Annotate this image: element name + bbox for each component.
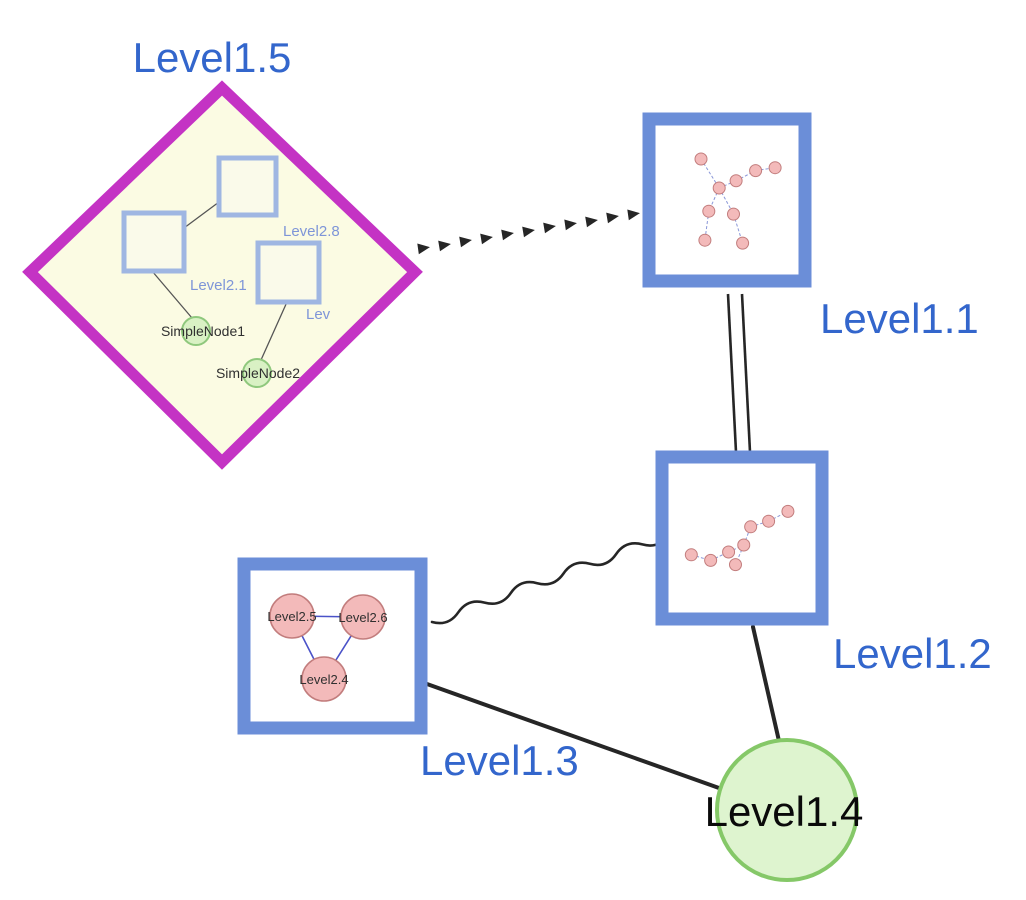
mini-graph-node[interactable] (749, 164, 763, 178)
mini-graph-node[interactable] (702, 204, 716, 218)
level1-3-label: Level1.3 (420, 737, 579, 784)
level2-6-label: Level2.6 (338, 610, 387, 625)
mini-graph-node[interactable] (727, 207, 740, 221)
edge-level12-level14[interactable] (751, 625, 781, 743)
simplenode1-label: SimpleNode1 (161, 323, 245, 339)
mini-graph-node[interactable] (736, 236, 750, 250)
mini-graph-node[interactable] (684, 548, 698, 562)
level2-1-square-node[interactable] (121, 210, 187, 274)
edge-level11-level12-double[interactable] (726, 293, 752, 453)
mini-graph-node[interactable] (768, 161, 782, 175)
level1-4-label: Level1.4 (705, 788, 864, 835)
mini-graph-node[interactable] (744, 520, 758, 534)
level1-2-group-node[interactable] (655, 450, 829, 626)
edge-level21-simplenode1 (151, 270, 193, 319)
mini-graph-node[interactable] (698, 233, 712, 247)
edge-level13-level14[interactable] (425, 682, 721, 790)
level2-5-label: Level2.5 (267, 609, 316, 624)
mini-graph-node[interactable] (781, 504, 795, 518)
level1-1-inner-graph (694, 152, 782, 250)
mini-graph-node[interactable] (712, 181, 726, 195)
level1-2-inner-graph (684, 504, 795, 572)
level2-4-circle-node[interactable] (301, 656, 347, 702)
level1-1-group-node[interactable] (642, 112, 812, 288)
level1-3-inner-graph: Level2.5 Level2.6 Level2.4 (267, 593, 388, 702)
edge-lev-simplenode2 (260, 301, 288, 361)
mini-graph-node[interactable] (762, 514, 776, 528)
level2-4-label: Level2.4 (299, 672, 348, 687)
mini-graph-node[interactable] (737, 538, 751, 552)
simplenode1-circle[interactable] (181, 316, 211, 346)
mini-graph-node[interactable] (728, 558, 742, 572)
level2-1-label: Level2.1 (190, 277, 247, 294)
level2-6-circle-node[interactable] (340, 594, 386, 640)
level1-4-circle-node[interactable] (715, 738, 859, 882)
mini-graph-node[interactable] (722, 545, 736, 559)
mini-graph-node[interactable] (729, 174, 743, 188)
level1-1-label: Level1.1 (820, 295, 979, 342)
mini-graph-node[interactable] (694, 152, 708, 166)
level2-8-square-node[interactable] (216, 155, 279, 218)
edge-level15-level11-dashed-arrow[interactable] (417, 209, 640, 255)
mini-graph-edge (735, 170, 756, 182)
simplenode2-label: SimpleNode2 (216, 365, 300, 381)
edge-level21-level28 (183, 201, 220, 229)
mini-graph-edge (768, 510, 789, 522)
level2-8-label: Level2.8 (283, 223, 340, 240)
edge-level13-level12-wavy[interactable] (430, 533, 670, 625)
level1-5-label: Level1.5 (133, 34, 292, 81)
level2-5-circle-node[interactable] (269, 593, 315, 639)
simplenode2-circle[interactable] (242, 358, 272, 388)
level1-5-diamond-node[interactable] (22, 80, 423, 470)
mini-graph-node[interactable] (704, 553, 718, 567)
level1-3-group-node[interactable] (237, 557, 428, 735)
lev-label: Lev (306, 306, 331, 323)
lev-square-node[interactable] (255, 240, 322, 305)
level1-2-label: Level1.2 (833, 630, 992, 677)
